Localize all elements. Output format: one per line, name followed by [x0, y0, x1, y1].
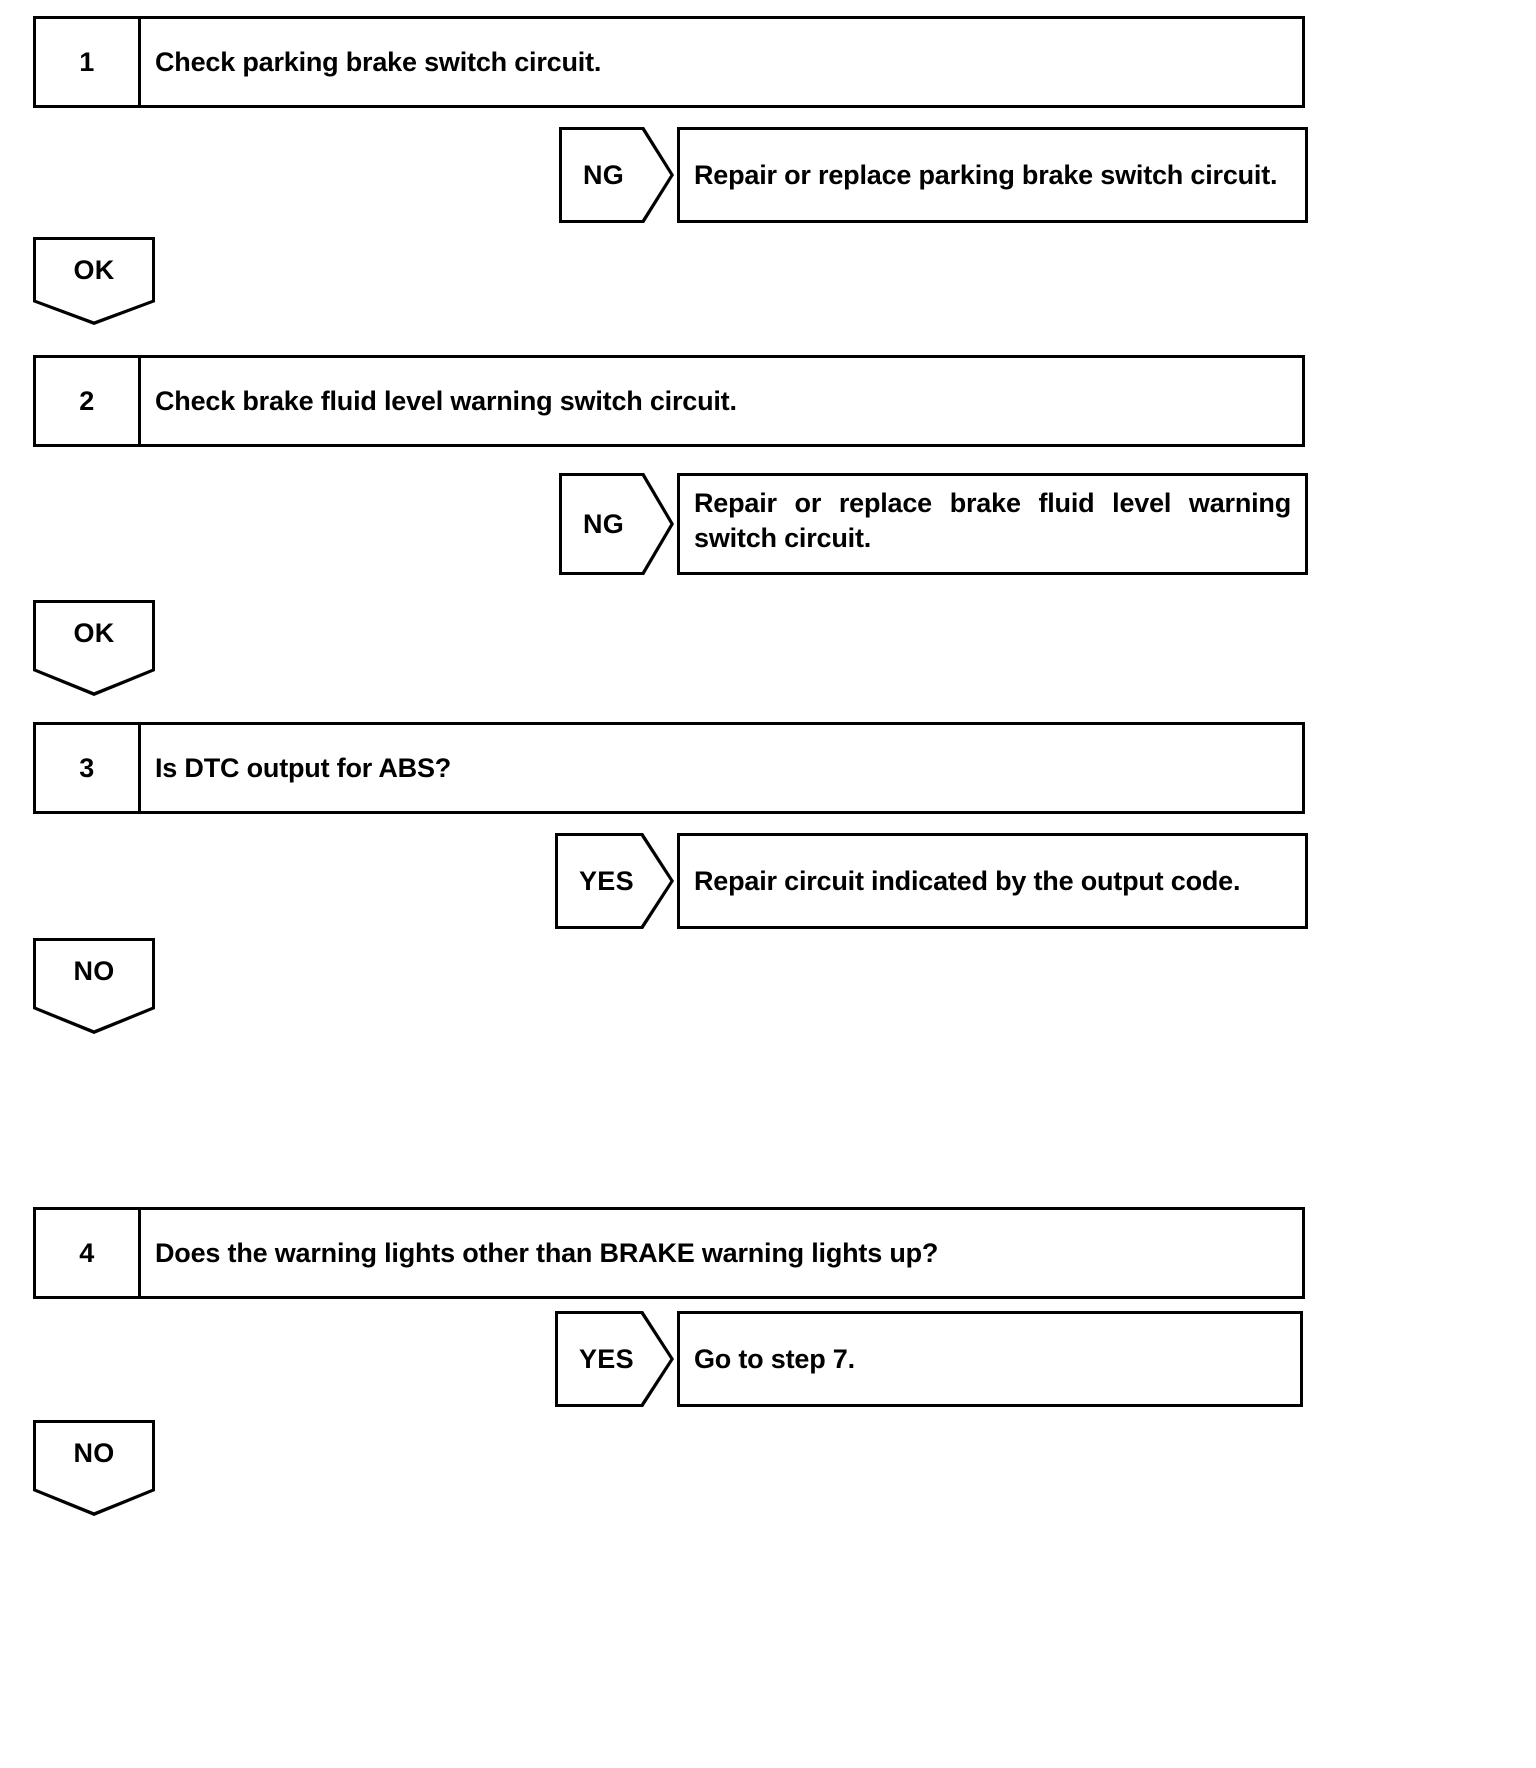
- pass-tag-label: OK: [73, 255, 115, 285]
- branch-result-3: Repair circuit indicated by the output c…: [677, 833, 1308, 929]
- branch-tag-label: NG: [583, 508, 625, 539]
- step-row-4: 4 Does the warning lights other than BRA…: [33, 1207, 1305, 1299]
- branch-tag-ng-1: NG: [559, 127, 674, 223]
- branch-result-text: Go to step 7.: [694, 1343, 855, 1374]
- branch-tag-label: YES: [579, 1343, 634, 1374]
- step-number-2: 2: [36, 358, 141, 444]
- step-text-2: Check brake fluid level warning switch c…: [155, 385, 737, 416]
- step-number-3: 3: [36, 725, 141, 811]
- step-row-1: 1 Check parking brake switch circuit.: [33, 16, 1305, 108]
- branch-tag-yes-4: YES: [555, 1311, 674, 1407]
- branch-row-1: NG Repair or replace parking brake switc…: [559, 127, 1308, 223]
- pass-tag-label: NO: [73, 956, 115, 986]
- branch-row-3: YES Repair circuit indicated by the outp…: [555, 833, 1308, 929]
- branch-tag-ng-2: NG: [559, 473, 674, 575]
- pass-tag-ok-2: OK: [33, 600, 155, 696]
- step-number-1: 1: [36, 19, 141, 105]
- branch-result-1: Repair or replace parking brake switch c…: [677, 127, 1308, 223]
- step-text-4: Does the warning lights other than BRAKE…: [155, 1237, 939, 1268]
- step-row-3: 3 Is DTC output for ABS?: [33, 722, 1305, 814]
- pass-tag-label: OK: [73, 618, 115, 648]
- branch-result-line: Repair or replace brake fluid level warn…: [694, 488, 1291, 518]
- branch-result-line: switch circuit.: [694, 522, 872, 553]
- pass-tag-no-4: NO: [33, 1420, 155, 1516]
- branch-row-4: YES Go to step 7.: [555, 1311, 1303, 1407]
- step-text-3: Is DTC output for ABS?: [155, 752, 452, 783]
- branch-tag-yes-3: YES: [555, 833, 674, 929]
- pass-tag-ok-1: OK: [33, 237, 155, 325]
- branch-tag-label: YES: [579, 865, 634, 896]
- branch-result-4: Go to step 7.: [677, 1311, 1303, 1407]
- branch-result-text: Repair or replace parking brake switch c…: [694, 159, 1278, 190]
- branch-result-text: Repair circuit indicated by the output c…: [694, 865, 1241, 896]
- step-number-4: 4: [36, 1210, 141, 1296]
- branch-row-2: NG Repair or replace brake fluid level w…: [559, 473, 1308, 575]
- pass-tag-label: NO: [73, 1438, 115, 1468]
- pass-tag-no-3: NO: [33, 938, 155, 1034]
- step-row-2: 2 Check brake fluid level warning switch…: [33, 355, 1305, 447]
- branch-result-2: Repair or replace brake fluid level warn…: [677, 473, 1308, 575]
- branch-tag-label: NG: [583, 159, 625, 190]
- step-text-1: Check parking brake switch circuit.: [155, 46, 602, 77]
